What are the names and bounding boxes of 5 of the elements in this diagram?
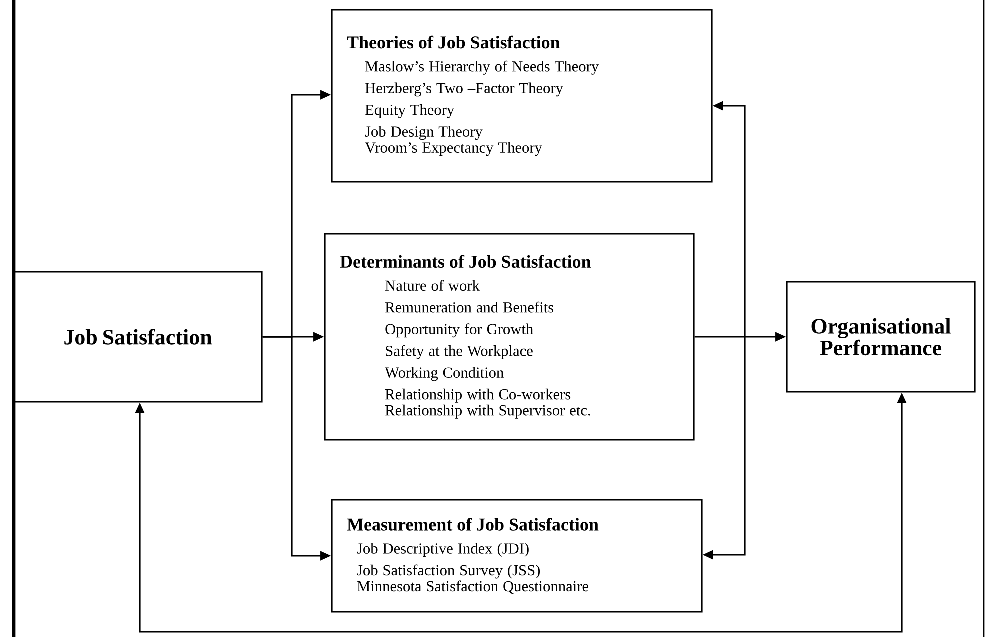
list-box: Theories of Job Satisfaction Maslow’s Hierarchy of Needs Theory Herzberg’s Two –Factor Theory Equity Theory Job Design Theory Vroom’s Expectancy Theory [331, 9, 713, 183]
list-box: Determinants of Job Satisfaction Nature of work Remuneration and Benefits Opportunity for Growth Safety at the Workplace Working Condition Relationship with Co-workers Relationship with Supervisor etc. [324, 233, 695, 441]
concept-box: Organisational Performance [786, 281, 976, 393]
concept-box: Job Satisfaction [13, 271, 263, 403]
list-box: Measurement of Job Satisfaction Job Descriptive Index (JDI) Job Satisfaction Survey (JSS) Minnesota Satisfaction Questionnaire [331, 499, 703, 613]
